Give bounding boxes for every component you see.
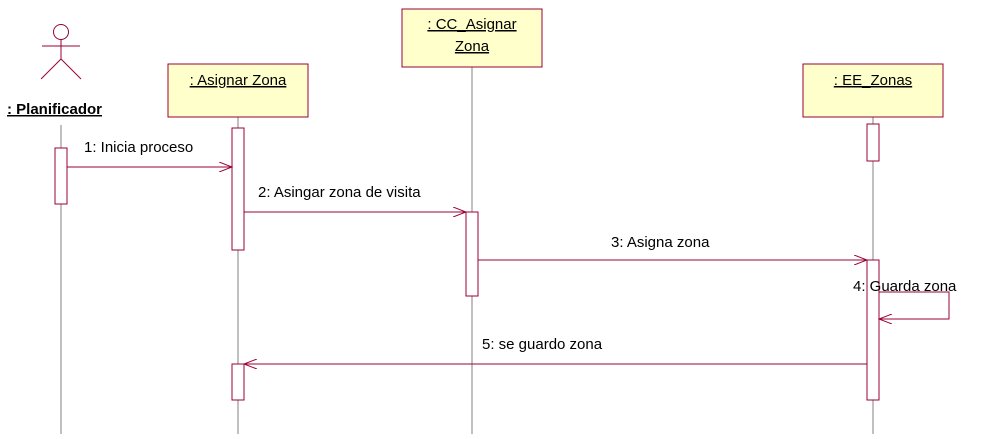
message-5[interactable]: 5: se guardo zona — [244, 336, 867, 364]
message-4-label: 4: Guarda zona — [853, 278, 957, 295]
object-asignar-zona[interactable]: : Asignar Zona — [167, 63, 309, 118]
message-5-label: 5: se guardo zona — [482, 336, 603, 353]
object-ee-zonas[interactable]: : EE_Zonas — [802, 63, 944, 118]
activation-asignar-zona-1 — [231, 127, 245, 251]
message-2[interactable]: 2: Asingar zona de visita — [244, 184, 466, 212]
message-1[interactable]: 1: Inicia proceso — [67, 139, 232, 167]
object-cc-asignar-zona-label-line1: : CC_Asignar — [427, 16, 516, 33]
activation-cc-asignar-zona — [465, 211, 479, 297]
message-2-label: 2: Asingar zona de visita — [258, 184, 421, 201]
message-3-label: 3: Asigna zona — [611, 234, 710, 251]
message-1-label: 1: Inicia proceso — [84, 139, 193, 156]
actor-label: : Planificador — [7, 101, 102, 118]
activation-ee-zonas-2 — [866, 259, 880, 401]
activation-asignar-zona-2 — [231, 363, 245, 401]
activation-planificador — [54, 147, 68, 205]
message-3[interactable]: 3: Asigna zona — [478, 234, 867, 260]
activation-ee-zonas-1 — [866, 123, 880, 162]
object-cc-asignar-zona-label-line2: Zona — [455, 38, 490, 55]
object-asignar-zona-label: : Asignar Zona — [190, 72, 287, 89]
object-cc-asignar-zona[interactable]: : CC_Asignar Zona — [401, 8, 543, 68]
actor-stick-figure-icon — [40, 24, 82, 80]
message-4-self[interactable]: 4: Guarda zona — [853, 278, 957, 319]
object-ee-zonas-label: : EE_Zonas — [834, 72, 912, 89]
